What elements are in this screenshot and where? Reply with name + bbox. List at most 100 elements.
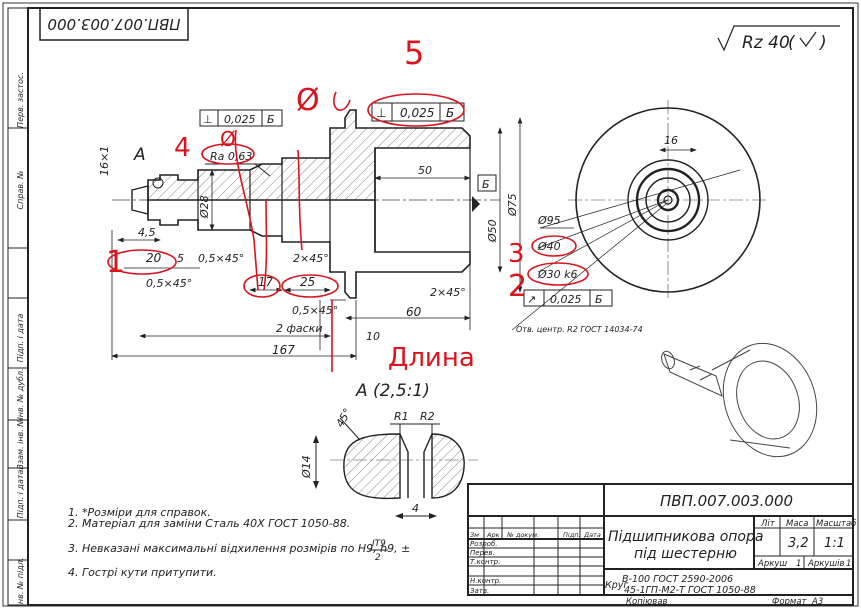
dim-10: 10 [366,330,380,343]
tb-sheet-label: Аркуш [757,559,787,569]
tol-r-symbol: ↗ [527,293,536,306]
detail-r1: R1 [394,410,409,423]
annot-3: 3 [508,239,525,269]
side-perv: Перв. застос. [16,72,25,128]
dim-dia40: Ø40 [537,240,561,253]
note-1: 1. *Розміри для справок. [68,506,211,519]
dim-50-length: 50 [418,164,432,177]
note-3-frac-num: IT9 [372,539,386,549]
tb-doc-no: № докум. [506,531,539,539]
tb-zm: Зм [470,531,479,539]
dim-16-end: 16 [664,134,678,147]
notes: 1. *Розміри для справок. 2. Матеріал для… [68,506,410,579]
dim-dia30: Ø30 k6 [537,268,578,281]
roughness-sign: Rz 40 ( ) [717,25,840,53]
side-pidp2: Підп. і дата [16,469,25,518]
top-code-box [39,7,189,41]
view-a-label: A [133,145,146,165]
annot-length-word: Длина [388,343,475,373]
end-view: 16 Ø95 Ø40 Ø30 k6 Отв. центр. R2 ГОСТ 14… [511,100,768,334]
side-stamp: Перв. застос. Справ. № Підп. і дата Інв.… [7,7,29,607]
annot-phi-2: Ø [220,127,236,151]
note-3: 3. Невказані максимальні відхилення розм… [68,542,410,555]
dim-4-5: 4,5 [138,226,156,239]
tb-mass-value: 3,2 [788,536,809,551]
dim-chamfer-2: 0,5×45° [146,277,192,290]
detail-d14: Ø14 [300,455,313,479]
tb-material-1: В-100 ГОСТ 2590-2006 [622,574,733,585]
tol-r-base: Б [595,293,603,306]
tolerance-frame-top-left: ⊥ 0,025 Б [199,109,283,127]
side-inv-pidl: Інв. № підл. [16,558,25,607]
tb-masa: Маса [786,519,808,529]
detail-a-title: A (2,5:1) [355,381,430,401]
tol-tr-base: Б [446,106,454,120]
detail-a: A (2,5:1) R1 R2 45° Ø14 4 [300,381,478,519]
annot-phi: Ø [296,83,320,118]
tb-sheets-label: Аркушів [807,559,845,569]
tol-tr-symbol: ⊥ [376,106,386,120]
ra-text: Ra 0,63 [210,150,252,163]
top-code-text: ПВП.007.003.000 [47,15,180,33]
tb-sign: Підп. [563,531,581,539]
dim-25: 25 [300,275,315,289]
detail-r2: R2 [420,410,435,423]
dim-16x1: 16×1 [98,146,111,176]
dim-chamfer-3: 2×45° [293,252,329,265]
tb-copied: Копіював [626,597,668,607]
tb-sheets-num: 1 [846,559,851,569]
annot-2: 2 [508,269,527,304]
title-block [467,483,854,596]
tb-format-value: А3 [811,597,823,607]
red-annotations [107,91,589,372]
dim-2x45-a: 0,5×45° [292,304,338,317]
tb-rozrob: Розроб. [470,540,498,548]
roughness-paren: ( [788,33,796,53]
dim-167: 167 [272,343,295,357]
tb-tkontr: Т.контр. [470,558,500,566]
dim-60: 60 [406,305,422,319]
tolerance-frame-right: ↗ 0,025 Б [523,289,613,307]
datum-b: Б [472,174,497,212]
dim-20: 20 [146,251,162,265]
tol-tl-base: Б [267,113,275,126]
tb-masshtab: Масштаб [816,519,856,529]
tb-format-label: Формат [772,597,808,607]
tolerance-frame-top-right: ⊥ 0,025 Б [371,102,465,122]
tol-tr-value: 0,025 [400,106,434,120]
dim-2x45-b: 2×45° [430,286,466,299]
side-vzam: Взам. інв. № [16,418,25,469]
dim-d28: Ø28 [198,195,211,219]
detail-45: 45° [333,406,354,429]
tb-lit: Літ [760,519,776,529]
tb-ark: Арк [486,531,500,539]
center-holes-note: Отв. центр. R2 ГОСТ 14034-74 [516,325,643,334]
annot-5: 5 [404,34,424,72]
dim-2-fasky: 2 фаски [276,322,322,335]
tol-tl-symbol: ⊥ [203,113,213,126]
tb-zatv: Затв. [470,587,489,595]
tb-nkontr: Н.контр. [470,577,501,585]
side-inv-dubl: Інв. № дубл. [16,368,25,419]
dim-dia50: Ø50 [486,219,499,243]
isometric-view [661,342,818,458]
shaft-view [112,109,500,299]
detail-4: 4 [412,502,419,515]
note-3-frac-den: 2 [375,553,381,563]
dim-5: 5 [177,252,184,265]
note-4: 4. Гострі кути притупити. [68,566,217,579]
dim-chamfer-1: 0,5×45° [198,252,244,265]
tb-perev: Перев. [470,549,495,557]
tb-title-2: під шестерню [634,546,737,562]
tb-material-2: 45-1ГП-М2-Т ГОСТ 1050-88 [624,585,756,596]
tb-title-1: Підшипникова опора [608,529,763,545]
datum-b-text: Б [482,178,490,191]
side-sprav: Справ. № [16,171,25,210]
dim-dia95: Ø95 [537,214,561,227]
tb-scale-value: 1:1 [824,536,845,551]
svg-text:): ) [818,33,827,53]
annot-4: 4 [174,133,191,163]
tol-r-value: 0,025 [550,293,582,306]
note-2: 2. Матеріал для заміни Сталь 40Х ГОСТ 10… [68,517,350,530]
dim-dia75: Ø75 [506,193,519,217]
